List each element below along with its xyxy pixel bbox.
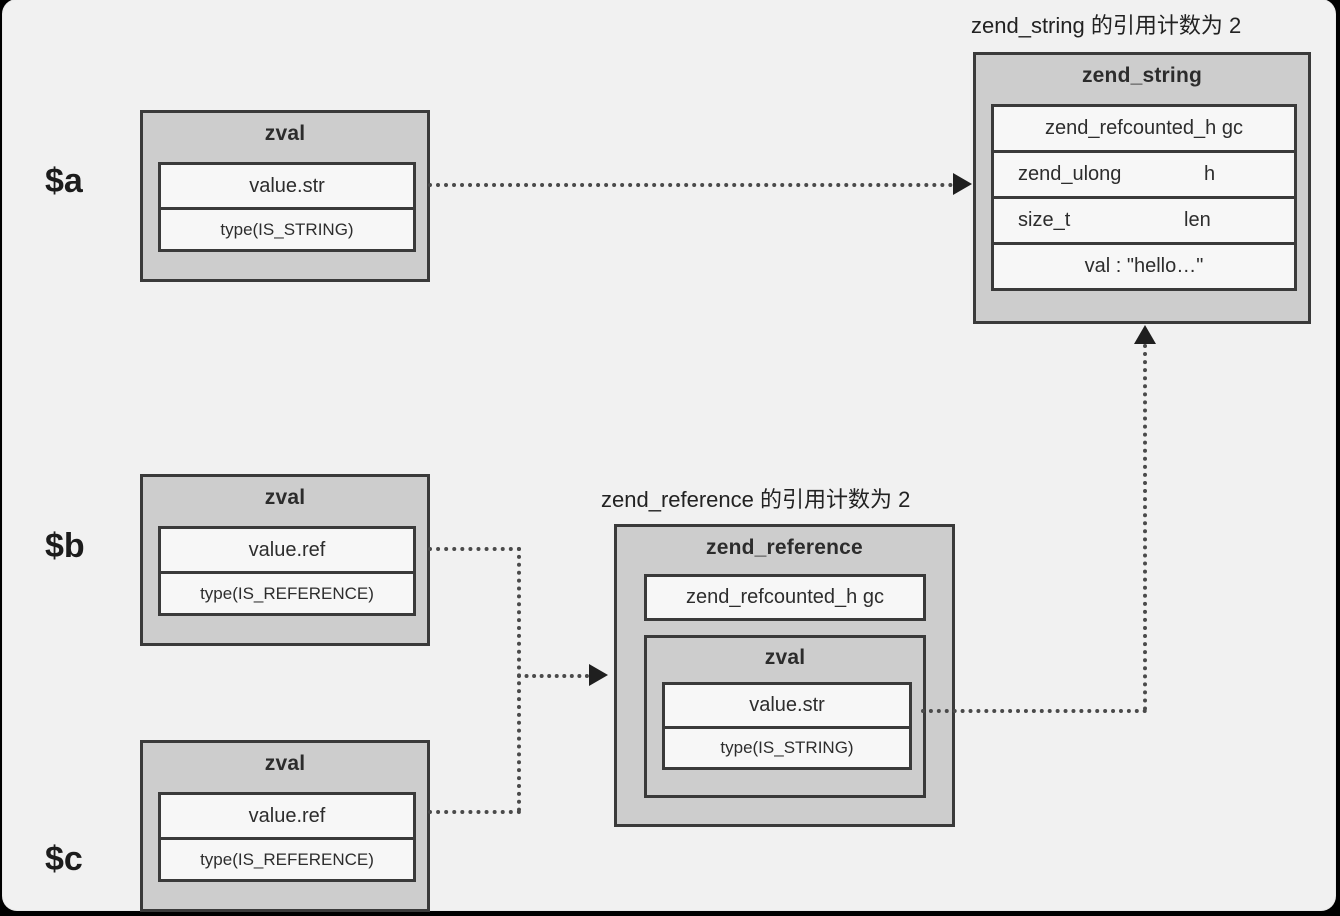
connector-inner-zval-horizontal [921, 709, 1147, 713]
zval-a-title: zval [264, 122, 306, 145]
connector-ref-entry-horizontal [517, 674, 589, 678]
variable-label-c: $c [45, 840, 83, 878]
zend-string-field-h-type: zend_ulong [1018, 163, 1122, 185]
zval-b-field-value-ref: value.ref [158, 526, 416, 574]
zend-string-field-gc: zend_refcounted_h gc [991, 104, 1297, 153]
zval-a-field-type: type(IS_STRING) [158, 207, 416, 252]
zend-reference-inner-zval-box: zval value.str type(IS_STRING) [644, 635, 926, 798]
zend-string-field-len: size_t len [991, 196, 1297, 245]
inner-zval-field-type: type(IS_STRING) [662, 726, 912, 770]
caption-zend-string-refcount: zend_string 的引用计数为 2 [971, 13, 1242, 38]
zend-reference-title: zend_reference [706, 536, 863, 559]
zval-box-c: zval value.ref type(IS_REFERENCE) [140, 740, 430, 912]
zend-string-box: zend_string zend_refcounted_h gc zend_ul… [973, 52, 1311, 324]
connector-inner-zval-vertical [1143, 344, 1147, 711]
zend-string-field-len-name: len [1184, 209, 1211, 231]
zend-string-field-h: zend_ulong h [991, 150, 1297, 199]
zval-b-title: zval [264, 486, 306, 509]
inner-zval-field-value-str: value.str [662, 682, 912, 729]
connector-a-to-zend-string [428, 183, 953, 187]
connector-b-horizontal [428, 547, 521, 551]
diagram-panel: $a zval value.str type(IS_STRING) zend_s… [3, 0, 1335, 912]
zend-string-field-val: val : "hello…" [991, 242, 1297, 291]
variable-label-a: $a [45, 162, 83, 200]
arrowhead-a-to-zend-string [953, 173, 972, 195]
arrowhead-to-zend-reference [589, 664, 608, 686]
zend-reference-box: zend_reference zend_refcounted_h gc zval… [614, 524, 955, 827]
zend-string-field-len-type: size_t [1018, 209, 1071, 231]
zval-box-b: zval value.ref type(IS_REFERENCE) [140, 474, 430, 646]
zend-string-field-h-name: h [1204, 163, 1216, 185]
zval-box-a: zval value.str type(IS_STRING) [140, 110, 430, 282]
caption-zend-reference-refcount: zend_reference 的引用计数为 2 [601, 487, 911, 512]
zval-b-field-type: type(IS_REFERENCE) [158, 571, 416, 616]
arrowhead-to-zend-string-bottom [1134, 325, 1156, 344]
zval-c-field-value-ref: value.ref [158, 792, 416, 840]
inner-zval-title: zval [764, 646, 806, 669]
zend-reference-field-gc: zend_refcounted_h gc [644, 574, 926, 621]
zval-a-field-value-str: value.str [158, 162, 416, 210]
zend-string-title: zend_string [1081, 64, 1203, 87]
zval-c-title: zval [264, 752, 306, 775]
variable-label-b: $b [45, 527, 85, 565]
zval-c-field-type: type(IS_REFERENCE) [158, 837, 416, 882]
connector-c-horizontal [428, 810, 521, 814]
connector-b-c-vertical [517, 547, 521, 812]
